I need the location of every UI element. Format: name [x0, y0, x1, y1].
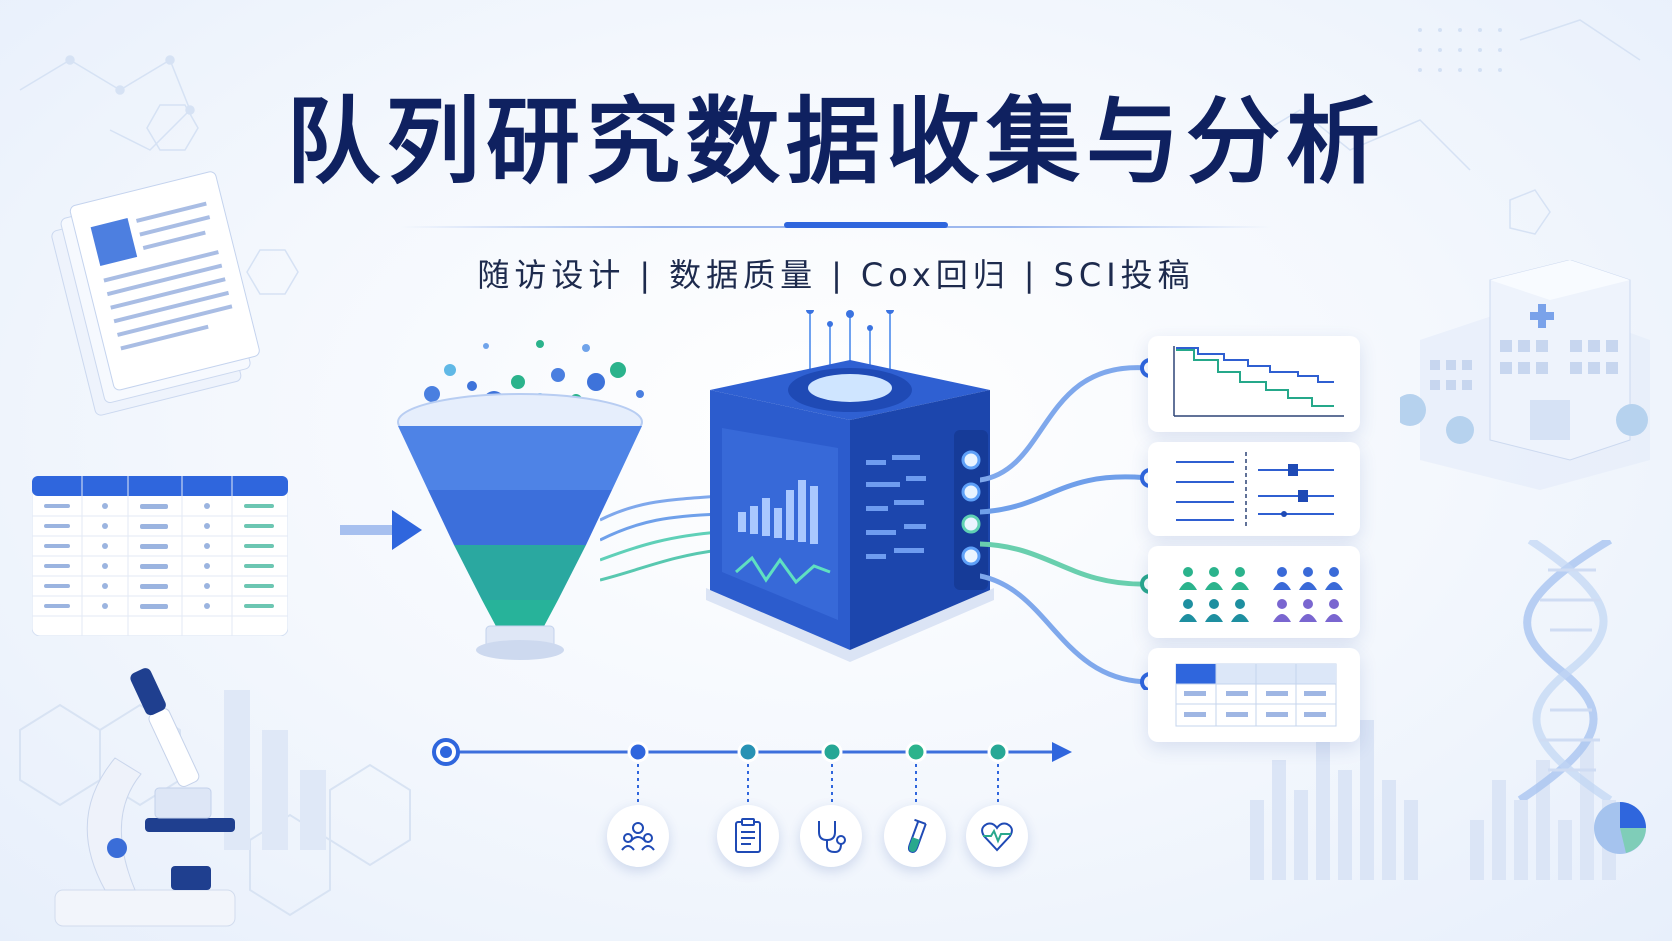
person-figure-head	[1209, 567, 1219, 577]
timeline	[432, 738, 1072, 810]
person-figure-head	[1183, 567, 1193, 577]
subtitle-item-cox: Cox回归	[860, 256, 1010, 294]
title-divider-accent	[784, 222, 948, 228]
patient-groups-card	[1148, 546, 1360, 638]
data-table-illustration	[32, 476, 288, 636]
dna-illustration	[1517, 540, 1613, 800]
person-figure-head	[1235, 567, 1245, 577]
timeline-node-test-tube	[884, 805, 946, 867]
timeline-node-stethoscope	[800, 805, 862, 867]
documents-illustration	[51, 171, 260, 416]
person-figure-head	[1235, 599, 1245, 609]
subtitle: 随访设计 | 数据质量 | Cox回归 | SCI投稿	[0, 250, 1672, 296]
person-figure-head	[1183, 599, 1193, 609]
subtitle-item-sci: SCI投稿	[1053, 256, 1195, 294]
forest-plot-card	[1148, 442, 1360, 536]
subtitle-separator: |	[831, 256, 847, 294]
subtitle-separator: |	[639, 256, 656, 294]
pie-illustration	[1594, 802, 1646, 854]
person-figure-body	[1273, 614, 1291, 622]
forest-plot-chart	[1176, 452, 1334, 526]
hospital-illustration	[1400, 260, 1650, 490]
test-tube-icon	[907, 818, 927, 853]
person-figure-body	[1273, 582, 1291, 590]
timeline-node-heart-rate	[966, 805, 1028, 867]
subtitle-item-followup: 随访设计	[477, 256, 626, 294]
stethoscope-icon	[818, 821, 846, 854]
person-figure-head	[1209, 599, 1219, 609]
data-funnel	[397, 340, 644, 660]
data-processing-cube	[706, 310, 994, 662]
person-figure-body	[1299, 582, 1317, 590]
person-figure-body	[1325, 614, 1343, 622]
person-figure-head	[1277, 567, 1287, 577]
person-figure-body	[1231, 582, 1249, 590]
person-figure-body	[1231, 614, 1249, 622]
clipboard-icon	[735, 818, 761, 853]
person-figure-head	[1329, 567, 1339, 577]
patient-groups-chart	[1179, 567, 1343, 622]
input-arrow	[340, 510, 422, 550]
timeline-node-clipboard	[717, 805, 779, 867]
person-figure-head	[1303, 567, 1313, 577]
flow-lines	[600, 494, 720, 582]
people-icon	[621, 822, 655, 851]
person-figure-body	[1325, 582, 1343, 590]
km-curve-chart	[1173, 346, 1344, 417]
person-figure-body	[1205, 582, 1223, 590]
subtitle-item-quality: 数据质量	[669, 256, 818, 294]
person-figure-body	[1179, 614, 1197, 622]
person-figure-body	[1299, 614, 1317, 622]
subtitle-separator: |	[1023, 256, 1040, 294]
heart-rate-icon	[981, 822, 1013, 852]
person-figure-body	[1179, 582, 1197, 590]
results-table-chart	[1175, 663, 1337, 727]
person-figure-head	[1277, 599, 1287, 609]
person-figure-head	[1303, 599, 1313, 609]
person-figure-body	[1205, 614, 1223, 622]
page-title: 队列研究数据收集与分析	[285, 88, 1386, 197]
person-figure-head	[1329, 599, 1339, 609]
microscope-illustration	[54, 668, 236, 927]
results-table-card	[1148, 648, 1360, 742]
timeline-node-people	[607, 805, 669, 867]
km-curve-card	[1148, 336, 1360, 432]
